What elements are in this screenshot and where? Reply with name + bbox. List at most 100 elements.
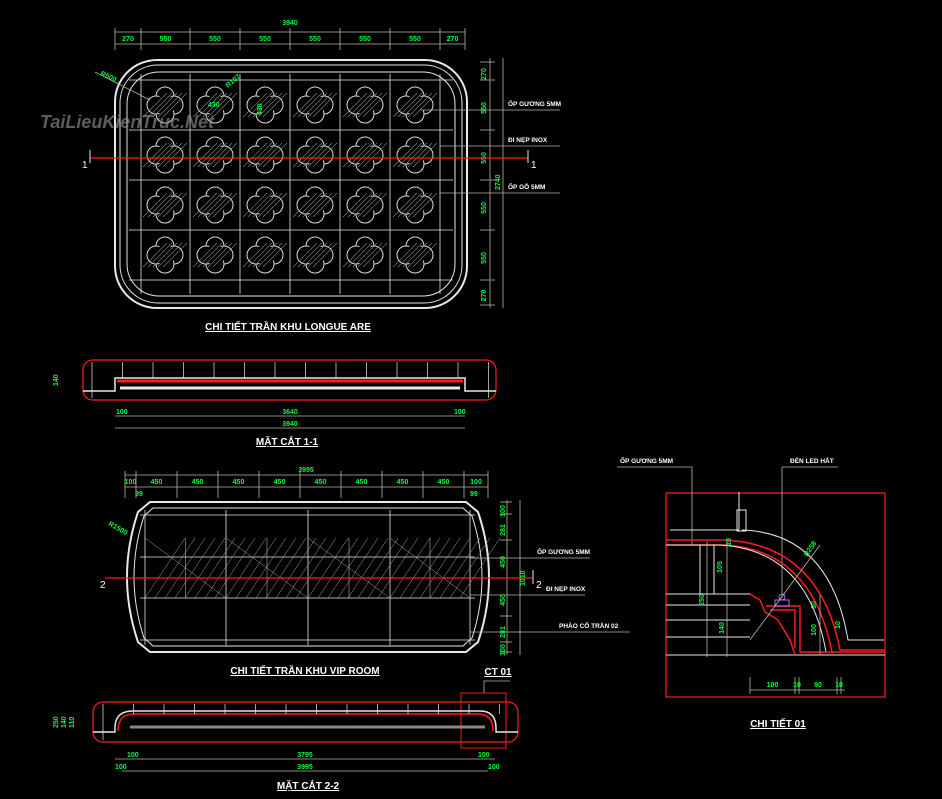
- dim-shape-height: 430: [257, 103, 264, 115]
- note-op-guong: ỐP GƯƠNG 5MM: [508, 98, 561, 108]
- quatrefoil-panel: [392, 86, 438, 124]
- dim-segment: 550: [209, 36, 221, 43]
- dim-segment: 100: [125, 479, 137, 486]
- quatrefoil-panel: [142, 86, 188, 124]
- hatched-panel: [307, 537, 419, 599]
- dim-shape-width: 430: [208, 102, 220, 109]
- section-mark-right: 2: [536, 580, 542, 591]
- dim-small-left: 99: [135, 491, 143, 498]
- dim-height-3: 110: [69, 717, 76, 728]
- dim-inner: 3640: [282, 409, 298, 416]
- dim-height-2: 140: [61, 716, 68, 728]
- quatrefoil-panel: [142, 136, 188, 174]
- dim-segment: 270: [122, 36, 134, 43]
- dim-height-1: 250: [53, 716, 60, 728]
- dim-vertical: 30: [811, 601, 818, 609]
- dim-left: 100: [116, 409, 128, 416]
- quatrefoil-panel: [142, 186, 188, 224]
- dim-right-segment: 270: [481, 290, 488, 302]
- plan1-title: CHI TIẾT TRẦN KHU LONGUE ARE: [205, 320, 371, 333]
- quatrefoil-panel: [392, 136, 438, 174]
- hatched-panel: [144, 537, 256, 599]
- hatched-panel: [389, 537, 501, 599]
- dim-segment: 450: [233, 479, 245, 486]
- quatrefoil-panel: [142, 236, 188, 274]
- dim-right: 100: [454, 409, 466, 416]
- quatrefoil-panel: [242, 186, 288, 224]
- dim-vertical: 10: [835, 621, 842, 629]
- dim-left: 100: [127, 752, 139, 759]
- note-op-guong: ỐP GƯƠNG 5MM: [537, 546, 590, 556]
- dim-segment: 450: [151, 479, 163, 486]
- dim-vertical: 140: [719, 622, 726, 634]
- dim-segment: 550: [309, 36, 321, 43]
- dim-right-segment: 450: [500, 556, 507, 568]
- dim-vertical: 10: [726, 538, 733, 546]
- dim-bottom: 100: [767, 682, 779, 689]
- dim-segment: 550: [359, 36, 371, 43]
- watermark-logo: TaiLieuKienTruc.Net: [40, 112, 215, 132]
- dim-right-total: 2740: [495, 174, 502, 190]
- dim-vertical: 100: [811, 624, 818, 636]
- quatrefoil-panel: [292, 236, 338, 274]
- quatrefoil-panel: [392, 186, 438, 224]
- dim-inner: 3795: [297, 752, 313, 759]
- dim-right-segment: 550: [481, 202, 488, 214]
- dim-vertical: 250: [699, 594, 706, 606]
- quatrefoil-panel: [342, 86, 388, 124]
- dim-right-segment: 450: [500, 594, 507, 606]
- dim-total: 3995: [297, 764, 313, 771]
- dim-right-segment: 100: [500, 505, 507, 517]
- quatrefoil-panel: [192, 186, 238, 224]
- dim-segment: 270: [447, 36, 459, 43]
- dim-segment: 450: [356, 479, 368, 486]
- dim-radius: R500: [99, 70, 117, 83]
- dim-bottom: 10: [835, 682, 843, 689]
- dim-right-segment: 550: [481, 252, 488, 264]
- dim-bottom: 10: [793, 682, 801, 689]
- dim-left-2: 100: [115, 764, 127, 771]
- dim-right-segment: 281: [500, 524, 507, 536]
- quatrefoil-panel: [292, 136, 338, 174]
- quatrefoil-panel: [342, 236, 388, 274]
- dim-segment: 550: [259, 36, 271, 43]
- note-nep-inox: ĐI NẸP INOX: [508, 137, 548, 144]
- dim-segment: 100: [470, 479, 482, 486]
- quatrefoil-panel: [242, 136, 288, 174]
- dim-radius: R1500: [107, 521, 128, 537]
- quatrefoil-panel: [242, 86, 288, 124]
- quatrefoil-panel: [342, 136, 388, 174]
- dim-segment: 450: [438, 479, 450, 486]
- note-op-guong: ỐP GƯƠNG 5MM: [620, 455, 673, 465]
- dim-right-segment: 550: [481, 102, 488, 114]
- dim-right: 100: [478, 752, 490, 759]
- quatrefoil-panel: [292, 86, 338, 124]
- dim-radius-small: R107: [225, 73, 242, 89]
- dim-segment: 550: [409, 36, 421, 43]
- quatrefoil-panel: [242, 236, 288, 274]
- detail-ref-ct01: CT 01: [484, 667, 512, 678]
- dim-segment: 450: [315, 479, 327, 486]
- plan2-title: CHI TIẾT TRẦN KHU VIP ROOM: [230, 664, 379, 677]
- dim-segment: 450: [397, 479, 409, 486]
- section-2-2: 250 140 110 100 3795 100 100 3995 100 MẶ…: [53, 692, 519, 792]
- dim-right-segment: 100: [500, 644, 507, 656]
- note-phao-co: PHÀO CỔ TRẦN 02: [559, 620, 619, 630]
- dim-height: 140: [53, 374, 60, 386]
- hatched-panel: [225, 537, 337, 599]
- quatrefoil-panel: [392, 236, 438, 274]
- dim-segment: 550: [160, 36, 172, 43]
- section-1-1: 140 100 3640 100 3940 MẶT CẮT 1-1: [53, 359, 497, 448]
- note-den-led: ĐÈN LED HẮT: [790, 456, 834, 465]
- detail1-title: CHI TIẾT 01: [750, 717, 806, 730]
- dim-segment: 450: [192, 479, 204, 486]
- quatrefoil-panel: [192, 136, 238, 174]
- quatrefoil-panel: [342, 186, 388, 224]
- dim-small-right: 99: [470, 491, 478, 498]
- quatrefoil-panel: [192, 236, 238, 274]
- dim-right-segment: 270: [481, 68, 488, 80]
